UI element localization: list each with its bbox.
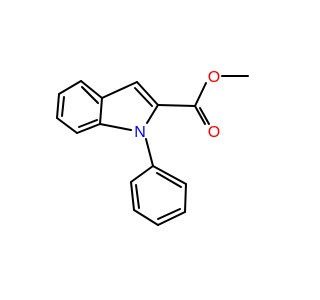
bond bbox=[81, 86, 99, 104]
nitrogen-atom-label: N bbox=[134, 124, 146, 141]
bonds bbox=[56, 75, 249, 226]
molecule-structure-diagram: N O O bbox=[56, 69, 249, 226]
bond bbox=[146, 104, 159, 124]
bond bbox=[56, 117, 78, 134]
bond bbox=[134, 87, 153, 107]
bond bbox=[61, 96, 65, 117]
bond bbox=[194, 82, 207, 107]
bond bbox=[130, 181, 135, 211]
bond bbox=[152, 165, 187, 185]
bond bbox=[135, 184, 140, 209]
bond bbox=[145, 138, 154, 167]
bond bbox=[199, 107, 210, 125]
bond bbox=[157, 211, 186, 226]
bond bbox=[78, 119, 98, 128]
bond bbox=[194, 105, 206, 125]
bond bbox=[130, 165, 154, 183]
ester-oxygen-atom-label: O bbox=[208, 69, 220, 86]
bond bbox=[136, 81, 159, 106]
bond bbox=[58, 80, 82, 95]
carbonyl-oxygen-atom-label: O bbox=[208, 124, 220, 141]
bond bbox=[157, 208, 181, 220]
bond bbox=[184, 183, 187, 213]
bond bbox=[101, 81, 138, 99]
bond bbox=[156, 172, 182, 188]
bond bbox=[133, 209, 159, 226]
bond bbox=[99, 123, 132, 131]
bond bbox=[99, 97, 103, 125]
bond bbox=[157, 104, 196, 107]
bond bbox=[80, 80, 103, 99]
bond bbox=[56, 93, 60, 119]
bond bbox=[76, 123, 101, 134]
